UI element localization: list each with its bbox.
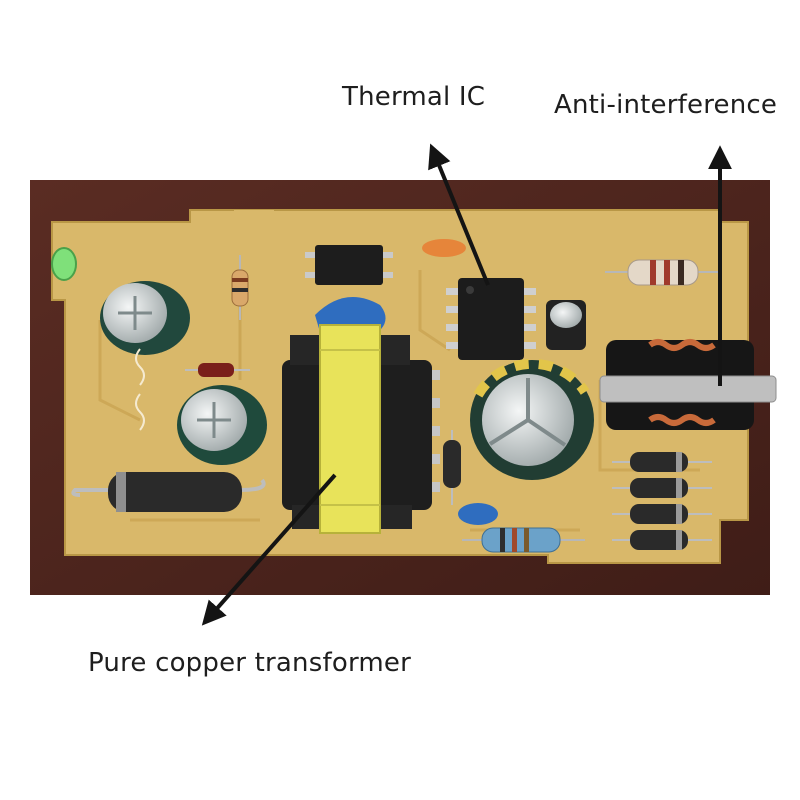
resistor-r2 [231, 255, 249, 320]
optocoupler-chip [305, 245, 393, 285]
board-notch [234, 210, 274, 222]
capacitor-c5 [177, 385, 267, 465]
transformer-arrow [201, 473, 337, 626]
resistor-f1 [605, 259, 722, 286]
thermal-ic-chip [446, 278, 536, 360]
ceramic-cap-blue-cy1 [315, 297, 386, 332]
ceramic-cap-orange [422, 239, 466, 257]
thermal-ic-arrow [428, 143, 490, 286]
diode-d7 [71, 472, 266, 512]
capacitor-top-left [100, 281, 190, 355]
resistor-r1 [462, 527, 585, 553]
thermal-ic-label: Thermal IC [342, 82, 486, 112]
diode-d6 [185, 363, 250, 377]
transformer-label: Pure copper transformer [88, 648, 411, 678]
capacitor-small [546, 300, 586, 350]
anti-interference-label: Anti-interference [554, 90, 778, 120]
led-component [51, 247, 77, 281]
diode-d5 [443, 430, 461, 505]
transformer-component [282, 324, 440, 534]
ceramic-cap-blue-c4 [458, 503, 498, 525]
diode-array [612, 452, 712, 550]
anti-interference-choke [599, 339, 777, 430]
coil-silkscreen [135, 348, 145, 431]
capacitor-main [470, 358, 594, 480]
